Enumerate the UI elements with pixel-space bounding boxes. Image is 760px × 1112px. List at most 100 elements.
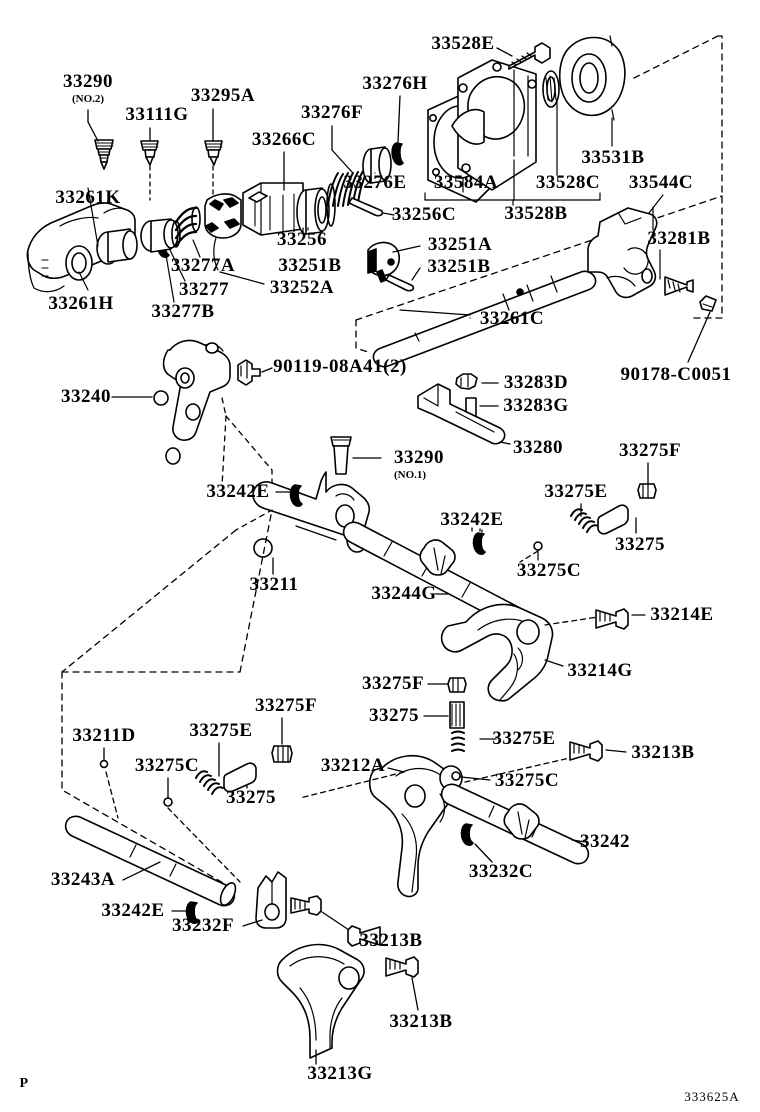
part-33528B-housing — [451, 59, 537, 191]
part-label: 33276E — [343, 172, 407, 193]
part-33213B-bolt-2 — [569, 740, 603, 762]
part-label: 33275E — [492, 728, 556, 749]
part-33275C-ball-3 — [451, 771, 461, 781]
part-label: 33275 — [615, 534, 665, 555]
part-33275-plug-2 — [449, 701, 465, 729]
part-label: 33232C — [468, 861, 534, 882]
part-33275-plug-3 — [223, 762, 257, 793]
part-90178-C0051-nut — [664, 276, 717, 312]
part-33242-shaft — [440, 783, 590, 865]
part-label: 33290 — [63, 71, 113, 92]
part-label: 33277 — [179, 279, 229, 300]
part-label: 90119-08A41(2) — [273, 356, 407, 377]
part-33213B-bolt-3 — [385, 956, 419, 978]
part-label: 33266C — [251, 129, 317, 150]
part-label: 33213B — [631, 742, 695, 763]
part-33243A-shaft — [64, 815, 237, 907]
part-label: 33275 — [369, 705, 419, 726]
part-label: 33528B — [504, 203, 568, 224]
part-label: 33213B — [359, 930, 423, 951]
part-label: 33244G — [371, 583, 437, 604]
part-label: 33584A — [433, 172, 499, 193]
part-label: 33242 — [580, 831, 630, 852]
part-label: 33290 — [394, 447, 444, 468]
part-label: 33261C — [479, 308, 545, 329]
part-33232C-clip — [460, 823, 474, 846]
part-33280-lever — [417, 383, 506, 445]
part-label: 33283G — [503, 395, 569, 416]
part-33531B-cover — [558, 35, 626, 121]
part-33290-no1 — [330, 436, 352, 475]
part-label: 33213B — [389, 1011, 453, 1032]
sheet-corner-mark: P — [19, 1076, 29, 1091]
part-label: 33214G — [567, 660, 633, 681]
part-label: 33212A — [320, 755, 386, 776]
part-33275F-seal-1 — [637, 483, 657, 499]
part-label: 33251A — [427, 234, 493, 255]
part-label: 90178-C0051 — [620, 364, 732, 385]
part-33232F-head — [255, 871, 287, 929]
part-33256 — [296, 187, 330, 235]
part-label: 33111G — [125, 104, 189, 125]
part-label: 33275C — [494, 770, 560, 791]
part-33275E-spring-1 — [570, 508, 599, 533]
part-33213B-bolt-4 — [347, 925, 381, 947]
part-33275E-spring-2 — [451, 730, 465, 752]
part-label: 33295A — [190, 85, 256, 106]
part-label-sub: (NO.2) — [71, 93, 105, 105]
part-33242E-clip-1 — [289, 484, 303, 507]
part-label: 33275 — [226, 787, 276, 808]
part-33528E-bolt — [508, 42, 551, 70]
part-33283D — [455, 373, 478, 390]
part-label: 33211D — [72, 725, 136, 746]
part-label: 33277A — [170, 255, 236, 276]
part-label: 33283D — [503, 372, 569, 393]
part-33275-plug-1 — [597, 504, 629, 535]
part-label: 33252A — [269, 277, 335, 298]
part-33240-bracket — [153, 339, 231, 465]
part-label: 33256C — [391, 204, 457, 225]
part-label: 33275F — [254, 695, 318, 716]
part-label: 33243A — [50, 869, 116, 890]
part-label: 33232F — [171, 915, 235, 936]
part-label: 33242E — [440, 509, 504, 530]
part-label: 33544C — [628, 172, 694, 193]
part-33214E-bolt — [595, 608, 629, 630]
part-33261C-shaft — [372, 270, 597, 368]
part-label: 33275C — [134, 755, 200, 776]
part-label: 33211 — [249, 574, 299, 595]
part-label: 33281B — [647, 228, 711, 249]
part-33275C-ball-1 — [533, 541, 543, 551]
part-33213B-bolt-1 — [290, 895, 322, 916]
part-label: 33242E — [101, 900, 165, 921]
part-label-sub: (NO.1) — [393, 469, 427, 481]
part-label: 33275F — [618, 440, 682, 461]
part-label: 33276F — [300, 102, 364, 123]
part-label: 33251B — [427, 256, 491, 277]
part-33275E-spring-3 — [195, 770, 224, 795]
part-33111G — [140, 140, 159, 166]
part-33277 — [140, 218, 179, 253]
part-label: 33240 — [61, 386, 111, 407]
part-label: 33276H — [362, 73, 428, 94]
part-33295A — [204, 140, 223, 166]
part-33213G-fork — [276, 943, 365, 1059]
part-33275F-seal-3 — [271, 745, 293, 763]
part-90119-08A41-bolt — [237, 359, 261, 386]
part-label: 33256 — [277, 229, 327, 250]
part-label: 33251B — [278, 255, 342, 276]
part-33211-arm — [252, 471, 371, 558]
part-label: 33275E — [544, 481, 608, 502]
part-33242E-clip-3 — [185, 901, 199, 924]
part-label: 33275E — [189, 720, 253, 741]
part-label: 33275F — [361, 673, 425, 694]
part-33251A — [367, 241, 401, 283]
part-33275F-seal-2 — [447, 677, 467, 693]
part-33252A — [204, 193, 242, 239]
part-label: 33261K — [55, 187, 121, 208]
part-33276H — [391, 142, 404, 166]
part-label: 33531B — [581, 147, 645, 168]
part-33276F-boot — [326, 169, 369, 227]
